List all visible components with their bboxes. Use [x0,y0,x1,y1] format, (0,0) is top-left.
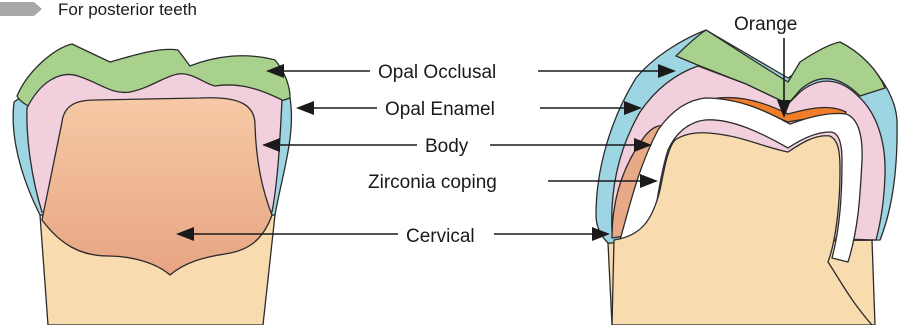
label-cervical: Cervical [406,226,475,247]
label-body: Body [425,136,469,157]
leader-cervical-right [494,227,610,241]
label-orange: Orange [734,14,797,35]
leader-opal-occlusal-left [266,64,370,78]
label-opal-occlusal: Opal Occlusal [378,62,496,83]
label-zirconia-coping: Zirconia coping [368,172,497,193]
left-tooth [13,44,291,325]
header-text: For posterior teeth [58,0,197,19]
left-cervical-core [42,98,272,275]
leader-opal-enamel-right [540,101,642,115]
header-marker-icon [0,2,42,16]
label-opal-enamel: Opal Enamel [385,99,495,120]
leader-opal-enamel-left [296,101,377,115]
